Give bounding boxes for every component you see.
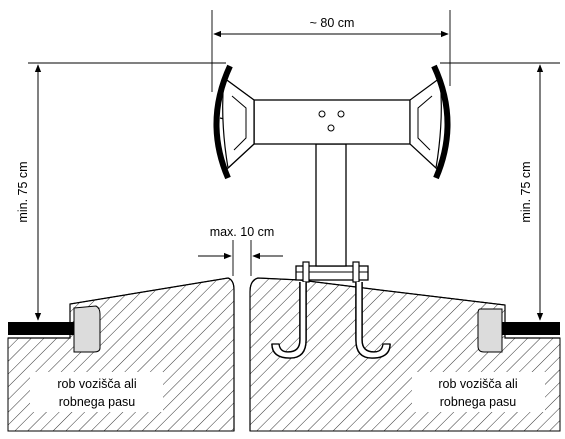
right-bracket-inner: [417, 95, 433, 151]
right-reflector-panel: [431, 64, 451, 180]
gap-dimension-label: max. 10 cm: [210, 225, 275, 239]
anchor-hook-left-outline: [271, 282, 307, 359]
right-bracket-body: [409, 76, 442, 170]
left-curb-stone: [73, 305, 101, 353]
anchor-hook-right-outline: [355, 282, 391, 359]
anchor-bolt-left: [302, 261, 310, 283]
left-bracket-inner: [231, 95, 247, 151]
left-road-surface: [8, 322, 76, 335]
right-height-label: min. 75 cm: [519, 161, 533, 222]
left-curb-label-line1: rob vozišča ali: [57, 377, 136, 391]
crossbar-hole-1: [318, 110, 326, 118]
crossbar-hole-3: [327, 124, 335, 132]
sign-crossbar: [253, 99, 411, 145]
left-reflector-panel: [213, 64, 233, 180]
left-bracket-body: [222, 76, 255, 170]
crossbar-hole-2: [337, 110, 345, 118]
anchor-bolt-right: [352, 261, 360, 283]
left-curb-label-box: [30, 372, 163, 412]
right-curb-label-box: [412, 372, 545, 412]
sign-post: [315, 143, 347, 267]
width-dimension-label: ~ 80 cm: [310, 16, 355, 30]
left-curb-label-line2: robnega pasu: [59, 395, 136, 409]
width-label-bg: [302, 15, 362, 30]
right-curb-label-line1: rob vozišča ali: [438, 377, 517, 391]
right-road-surface: [500, 322, 560, 335]
right-ground-top-outline: [249, 277, 560, 431]
left-height-label: min. 75 cm: [16, 161, 30, 222]
right-curb-label-line2: robnega pasu: [440, 395, 517, 409]
right-curb-stone: [477, 308, 503, 353]
left-ground-top-outline: [8, 277, 235, 431]
